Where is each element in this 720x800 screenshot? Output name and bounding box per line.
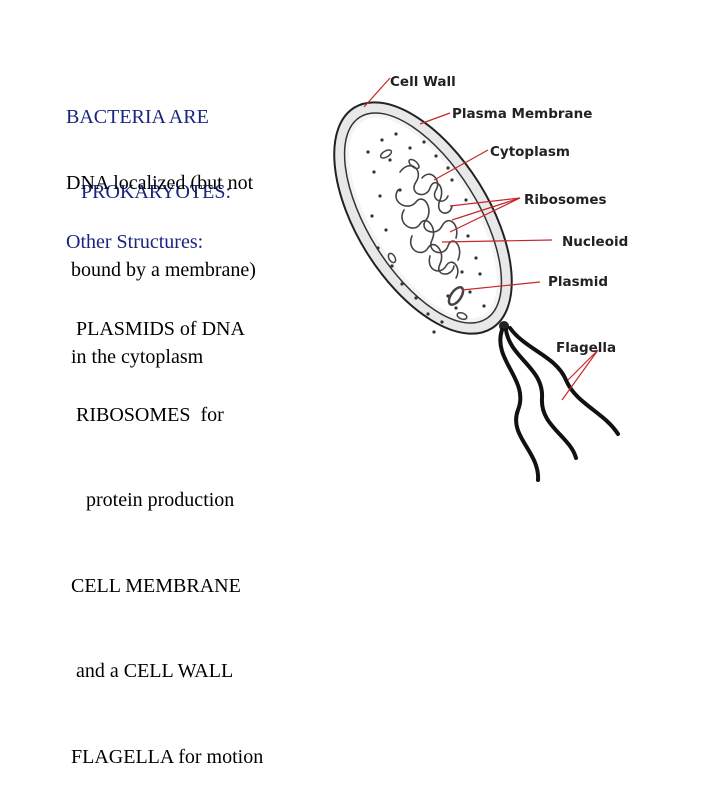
label-ribosomes: Ribosomes — [524, 192, 607, 208]
flagella — [498, 326, 620, 482]
label-plasmid: Plasmid — [548, 274, 608, 290]
plasmid-ring — [447, 286, 465, 306]
title-text: BACTERIA ARE PROKARYOTES: — [66, 55, 231, 230]
label-plasma-membrane: Plasma Membrane — [452, 106, 592, 122]
other-line-6: FLAGELLA for motion — [66, 745, 264, 768]
dna-line-2: bound by a membrane) — [66, 259, 256, 281]
title-line-1: BACTERIA ARE — [66, 106, 209, 128]
dna-line-3: in the cytoplasm — [66, 346, 204, 368]
title-line-2: PROKARYOTES: — [66, 181, 232, 203]
ribosome-dots — [366, 132, 486, 334]
pointer-flagella-1 — [567, 349, 599, 381]
pointer-ribosomes-3 — [449, 197, 521, 233]
pointer-plasma-membrane — [419, 112, 451, 125]
pointer-ribosomes-2 — [451, 197, 521, 221]
label-cell-wall: Cell Wall — [390, 74, 456, 90]
nucleoid — [395, 165, 461, 279]
label-nucleoid: Nucleoid — [562, 234, 628, 250]
pointer-lines — [363, 77, 599, 401]
other-line-5: and a CELL WALL — [66, 660, 234, 682]
pointer-nucleoid — [441, 239, 553, 243]
other-line-4: CELL MEMBRANE — [66, 574, 241, 597]
pointer-plasmid — [461, 281, 541, 291]
dna-line-1: DNA localized (but not — [66, 172, 254, 194]
other-line-3: protein production — [66, 489, 235, 511]
label-cytoplasm: Cytoplasm — [490, 144, 570, 160]
other-line-1: PLASMIDS of DNA — [66, 318, 245, 340]
other-structures-heading: Other Structures: — [66, 231, 204, 253]
cytoplasm-area — [349, 117, 497, 319]
pointer-cytoplasm — [433, 149, 489, 181]
label-flagella: Flagella — [556, 340, 616, 356]
cytoplasm-granules — [379, 149, 468, 321]
other-line-2: RIBOSOMES for — [66, 403, 224, 426]
other-structures-list: PLASMIDS of DNA RIBOSOMES for protein pr… — [66, 258, 263, 800]
pointer-cell-wall — [363, 77, 391, 108]
dna-text: DNA localized (but not bound by a membra… — [66, 111, 256, 401]
pointer-ribosomes-1 — [449, 197, 521, 207]
bacterium-diagram: Cell Wall Plasma Membrane Cytoplasm Ribo… — [333, 74, 628, 482]
pointer-flagella-2 — [561, 349, 599, 401]
